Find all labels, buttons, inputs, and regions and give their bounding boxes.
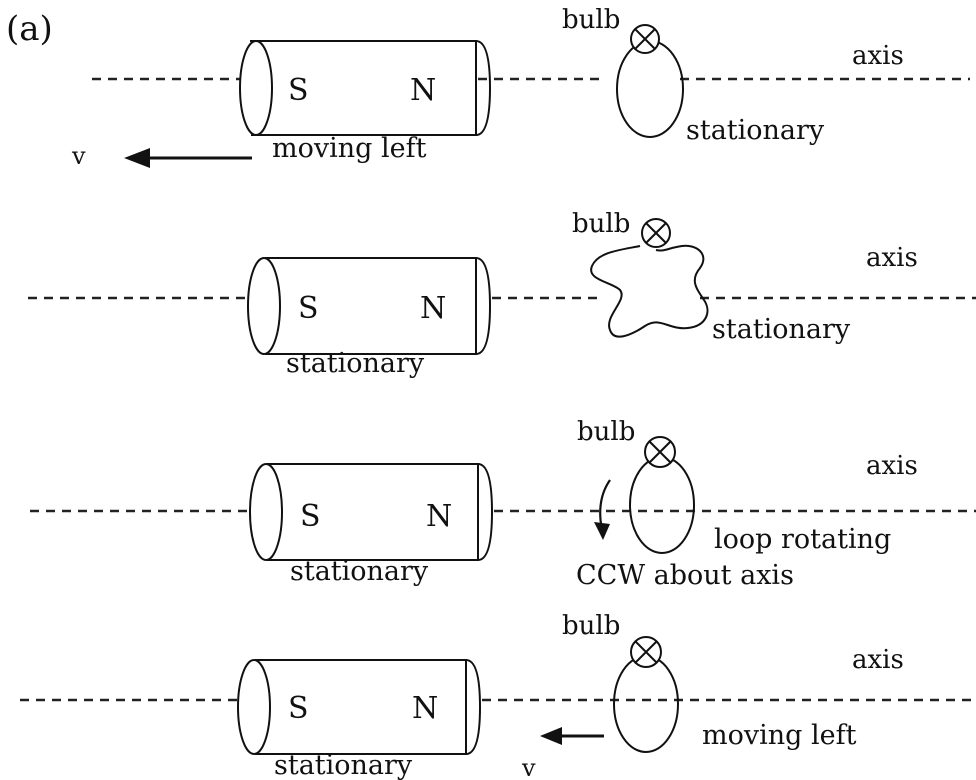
bar-magnet: S N: [249, 463, 494, 561]
wire-loop: [629, 456, 695, 554]
axis-label: axis: [866, 451, 918, 481]
panel-2: S N stationary bulb axis stationary: [28, 209, 976, 379]
velocity-label: v: [71, 142, 86, 170]
rotation-arrow: [594, 479, 611, 540]
magnet-north-pole: N: [420, 291, 446, 326]
velocity-arrow: [540, 727, 604, 745]
magnet-end-face: [249, 463, 283, 561]
bulb-icon: [641, 218, 671, 248]
magnet-north-pole: N: [410, 73, 436, 108]
bulb-label: bulb: [562, 611, 620, 641]
magnet-south-pole: S: [288, 73, 309, 108]
magnet-caption: stationary: [274, 750, 413, 780]
axis-label: axis: [866, 243, 918, 273]
figure-label: (a): [6, 9, 53, 49]
loop-caption: loop rotating: [714, 524, 891, 555]
bulb-icon: [630, 24, 660, 54]
irregular-wire-loop: [590, 244, 709, 338]
axis-label: axis: [852, 41, 904, 71]
velocity-arrow: [124, 148, 252, 168]
panel-1: S N moving left v bulb axis stationary: [71, 5, 970, 170]
magnet-end-face: [247, 257, 281, 355]
bulb-icon: [630, 636, 662, 668]
magnet-north-pole: N: [426, 499, 452, 534]
magnet-end-face: [239, 40, 273, 136]
magnet-south-pole: S: [300, 499, 321, 534]
magnet-north-pole: N: [412, 691, 438, 726]
loop-caption: stationary: [686, 115, 825, 146]
bar-magnet: S N: [247, 257, 492, 355]
wire-loop: [616, 40, 684, 138]
axis-label: axis: [852, 645, 904, 675]
bar-magnet: S N: [237, 659, 482, 755]
bulb-label: bulb: [577, 417, 635, 447]
magnet-caption: stationary: [286, 348, 425, 379]
magnet-end-face: [237, 659, 271, 755]
panel-3: S N stationary bulb axis loop rotating C…: [30, 417, 976, 591]
bulb-label: bulb: [562, 5, 620, 35]
panel-4: S N stationary v bulb axis moving left: [20, 611, 976, 780]
bulb-label: bulb: [572, 209, 630, 239]
magnet-caption: moving left: [272, 133, 427, 164]
magnet-south-pole: S: [288, 691, 309, 726]
magnet-south-pole: S: [298, 291, 319, 326]
magnet-caption: stationary: [290, 556, 429, 587]
wire-loop: [613, 655, 679, 753]
loop-caption: moving left: [702, 720, 857, 751]
bulb-icon: [644, 436, 676, 468]
bar-magnet: S N: [239, 40, 492, 136]
loop-caption: stationary: [712, 314, 851, 345]
velocity-label: v: [521, 754, 536, 780]
loop-caption-2: CCW about axis: [576, 560, 794, 591]
